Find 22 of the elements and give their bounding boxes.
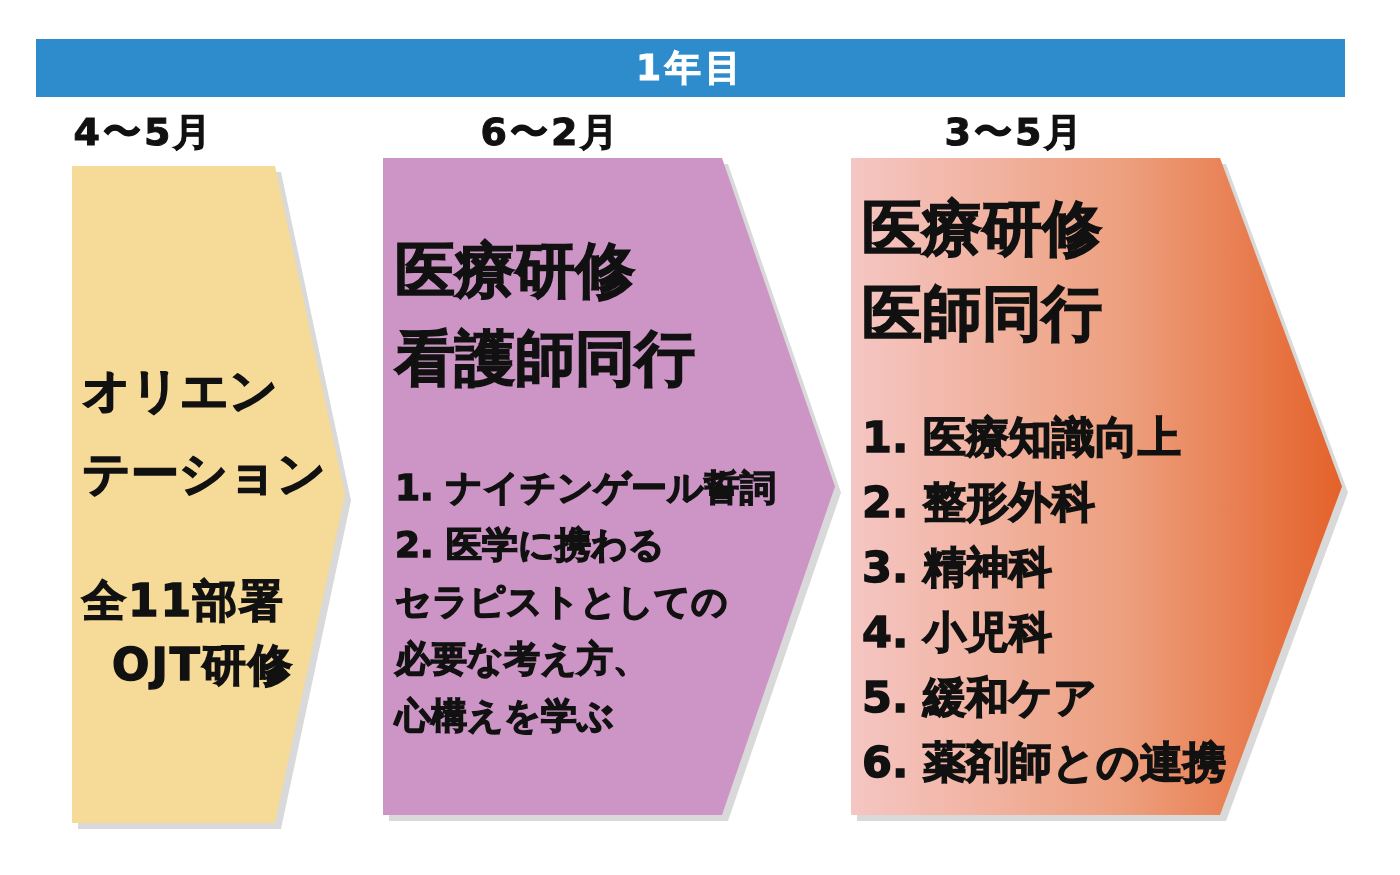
period-label: 6〜2月: [480, 110, 622, 154]
chevron-heading: 看護師同行: [395, 322, 695, 394]
chevron-heading: 医療研修: [395, 234, 635, 306]
list-item: 5. 緩和ケア: [862, 670, 1098, 724]
year-band: [36, 39, 1345, 97]
chevron-heading: 医師同行: [862, 277, 1102, 349]
period-label: 3〜5月: [944, 110, 1086, 154]
period-label: 4〜5月: [73, 110, 215, 154]
chevron-step-shape: [72, 166, 352, 830]
chevron-heading: オリエンテーション: [82, 360, 326, 503]
chevron-step-shape: [851, 158, 1349, 822]
list-item: 1. ナイチンゲール誓詞: [395, 465, 777, 510]
list-item: 3. 精神科: [862, 540, 1053, 594]
body-text: 全11部署OJT研修: [82, 574, 294, 692]
list-item: 4. 小児科: [862, 605, 1053, 659]
chevron-heading: 医療研修: [862, 192, 1102, 264]
list-item: 6. 薬剤師との連携: [862, 735, 1227, 789]
list-item: 1. 医療知識向上: [862, 410, 1182, 464]
list-item: 2. 整形外科: [862, 475, 1096, 529]
year-label: 1年目: [635, 46, 746, 90]
list-item: 2. 医学に携わるセラピストとしての必要な考え方、心構えを学ぶ: [395, 522, 728, 738]
chevron-step-shape: [383, 158, 842, 822]
